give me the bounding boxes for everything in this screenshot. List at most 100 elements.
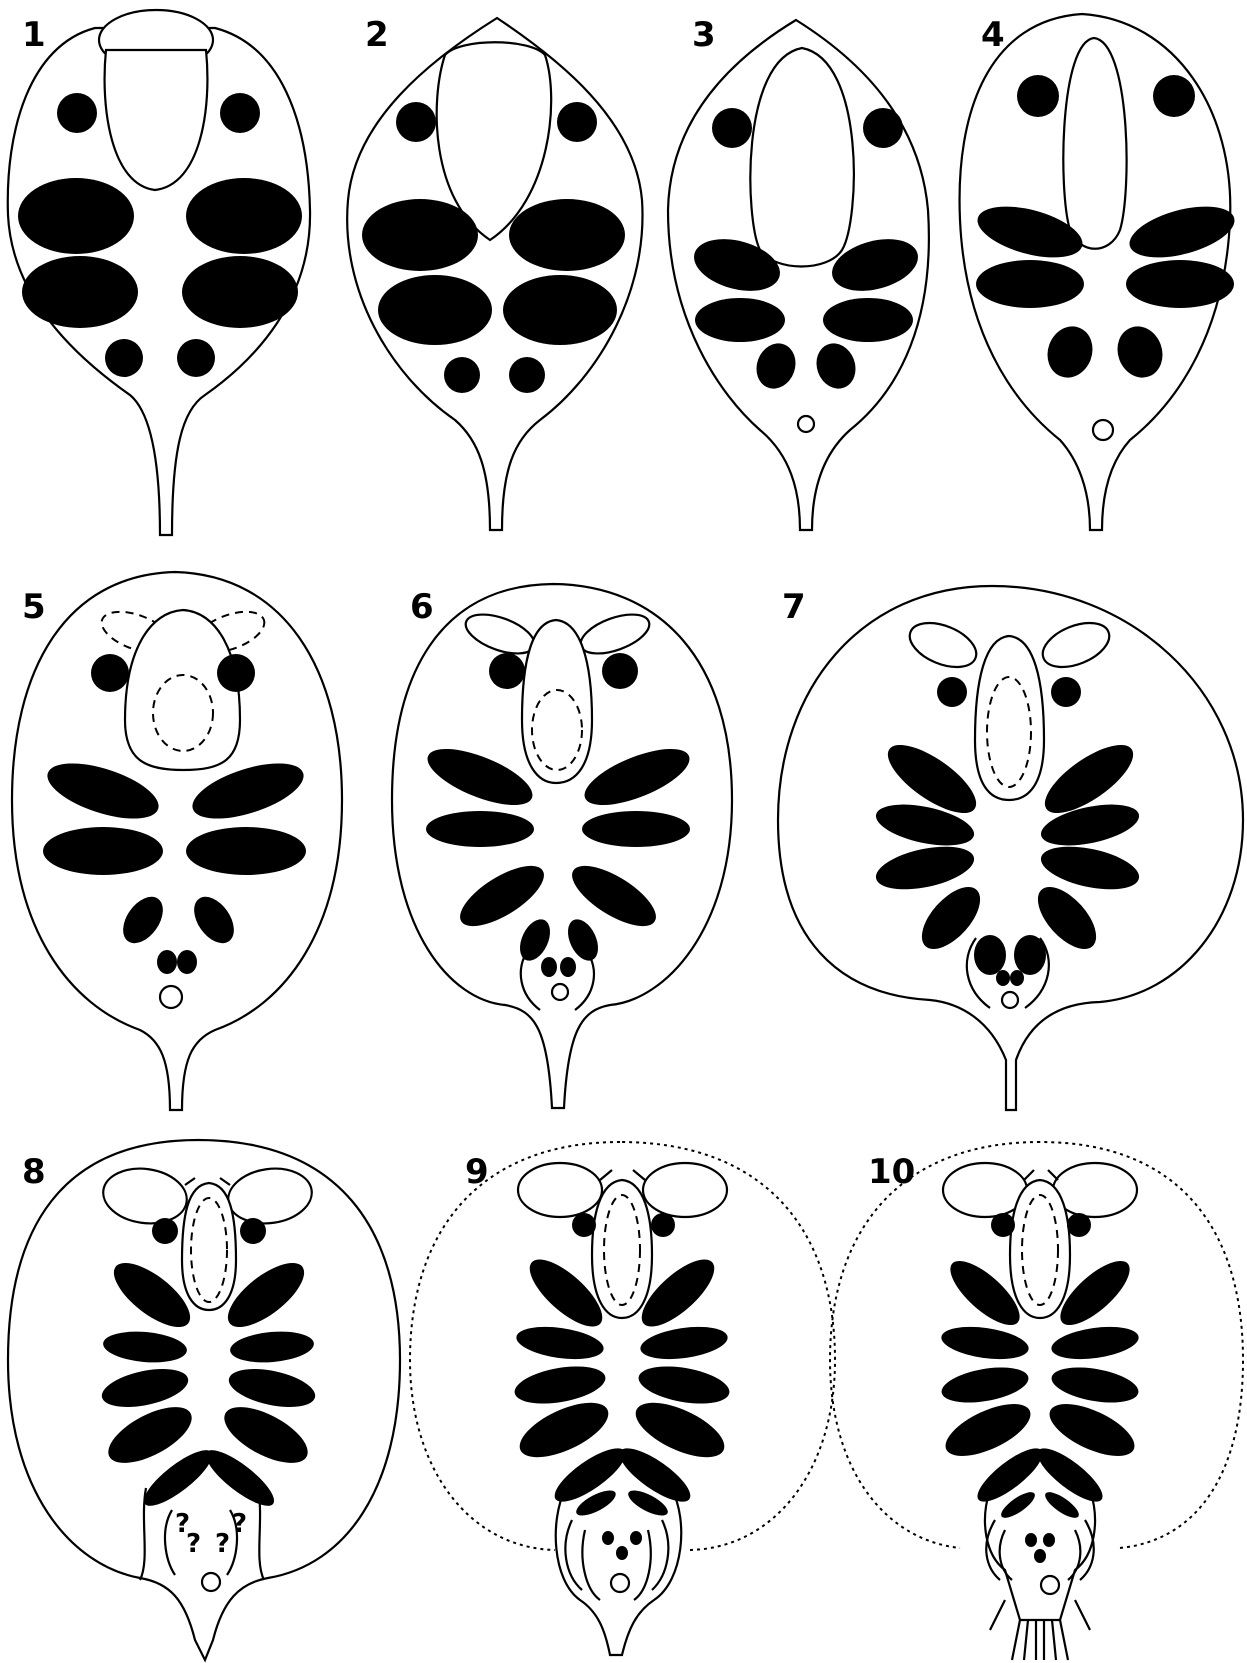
stage-8-limb [225,1362,318,1414]
stage-2-limb-bud [362,199,478,271]
stage-4: 4 [960,14,1240,530]
stage-label-6: 6 [410,587,434,627]
stage-1-limb-bud [22,256,138,328]
stage-9-labrum [592,1180,652,1318]
stage-4-limb-bud [1126,260,1234,308]
stage-1-posterior-bud [105,339,143,377]
stage-2-antennule-rudiment [396,102,436,142]
stage-10-anal-pore [1041,1576,1059,1594]
stage-4-limb-bud [1124,197,1240,267]
stage-6-limb [426,811,534,847]
stage-label-2: 2 [365,15,389,55]
stage-6-posterior-bud [541,957,557,977]
stage-9-limb [512,1360,609,1409]
stage-2-posterior-bud [444,357,480,393]
stage-6-limb [578,737,697,816]
stage-8-limb [102,1328,188,1365]
stage-3: 3 [668,15,929,530]
stage-8-uncertain-mark: ? [232,1509,247,1539]
stage-9-posterior-bud [630,1531,642,1545]
stage-8-compound-eye [225,1163,316,1228]
stage-10-posterior-bud [1043,1533,1055,1547]
stage-5-limb-bud [186,890,242,951]
stage-8-uncertain-mark: ? [215,1529,230,1559]
stage-8-antennule [152,1218,178,1244]
stage-4-anal-pore [1093,420,1113,440]
stage-8-compound-eye [100,1163,191,1228]
stage-7-labrum [975,636,1044,800]
stage-10-limb [1049,1362,1141,1409]
stage-2-antennule-rudiment [557,102,597,142]
stage-10-limb [1049,1322,1140,1364]
stage-5-anal-pore [160,986,182,1008]
stage-7-posterior-bud [1010,970,1024,986]
stage-9-limb [636,1360,733,1409]
stage-6-antennule [602,653,638,689]
stage-5-antennule [217,654,255,692]
stage-6: 6 [392,584,732,1108]
stage-3-anal-pore [798,416,814,432]
stage-3-labrum [750,48,854,267]
stage-8: 8 ? ? ? ? [8,1140,400,1660]
stage-label-8: 8 [22,1152,46,1192]
stage-8-anal-pore [202,1573,220,1591]
stage-1-posterior-bud [177,339,215,377]
stage-7-compound-eye-rudiment [903,614,982,675]
stage-5-limb [43,827,163,875]
stage-7-posterior-bud [996,970,1010,986]
stage-7-limb-bud [974,935,1006,975]
stage-2-posterior-bud [509,357,545,393]
stage-2-limb-bud [509,199,625,271]
stage-6-labrum [522,620,592,783]
stage-6-posterior-bud [560,957,576,977]
stage-6-limb [582,811,690,847]
stage-10-limb [939,1362,1031,1409]
stage-9-posterior-bud [616,1546,628,1560]
stage-4-posterior-bud [1110,320,1169,384]
stage-7-anal-pore [1002,992,1018,1008]
stage-3-limb-bud [823,298,913,342]
stage-1-antennule-rudiment [220,93,260,133]
stage-5-limb-bud [115,890,171,951]
stage-7-limb-bud [1014,935,1046,975]
stage-5-antennule [91,654,129,692]
stage-3-antennule-rudiment [863,108,903,148]
stage-4-labrum [1063,38,1126,249]
stage-5-posterior-bud [157,950,177,974]
stage-6-antennule [489,653,525,689]
stage-7-compound-eye-rudiment [1036,614,1115,675]
stage-10-labrum [1010,1180,1070,1318]
stage-3-limb-bud [695,298,785,342]
stage-4-posterior-bud [1040,320,1099,384]
stage-7: 7 [778,586,1243,1110]
stage-label-3: 3 [692,15,716,55]
stage-1-labrum [105,50,208,190]
stage-8-limb [98,1362,191,1414]
stage-8-antennule [240,1218,266,1244]
stage-9-compound-eye [643,1163,727,1217]
stage-5-labrum [125,610,240,770]
stage-9-antennule [572,1213,596,1237]
stage-10-posterior-bud [1034,1549,1046,1563]
stage-9: 9 [410,1142,835,1655]
stage-label-7: 7 [782,587,806,627]
stage-1-limb-bud [186,178,302,254]
stage-10-antennule [1067,1213,1091,1237]
stage-9-compound-eye [518,1163,602,1217]
stage-10: 10 [830,1142,1243,1660]
stage-10-antennule [991,1213,1015,1237]
stage-label-10: 10 [868,1152,915,1192]
stage-1-limb-bud [18,178,134,254]
stage-8-uncertain-mark: ? [186,1529,201,1559]
stage-5-limb [186,827,306,875]
stage-10-posterior-bud [1025,1533,1037,1547]
stage-label-4: 4 [981,15,1005,55]
stage-6-compound-eye-rudiment [576,607,655,662]
stage-7-antennule [1051,677,1081,707]
stage-label-1: 1 [22,15,46,55]
stage-2: 2 [347,15,642,530]
stage-8-limb [229,1328,315,1365]
stage-label-5: 5 [22,587,46,627]
stage-3-posterior-bud [750,338,801,394]
